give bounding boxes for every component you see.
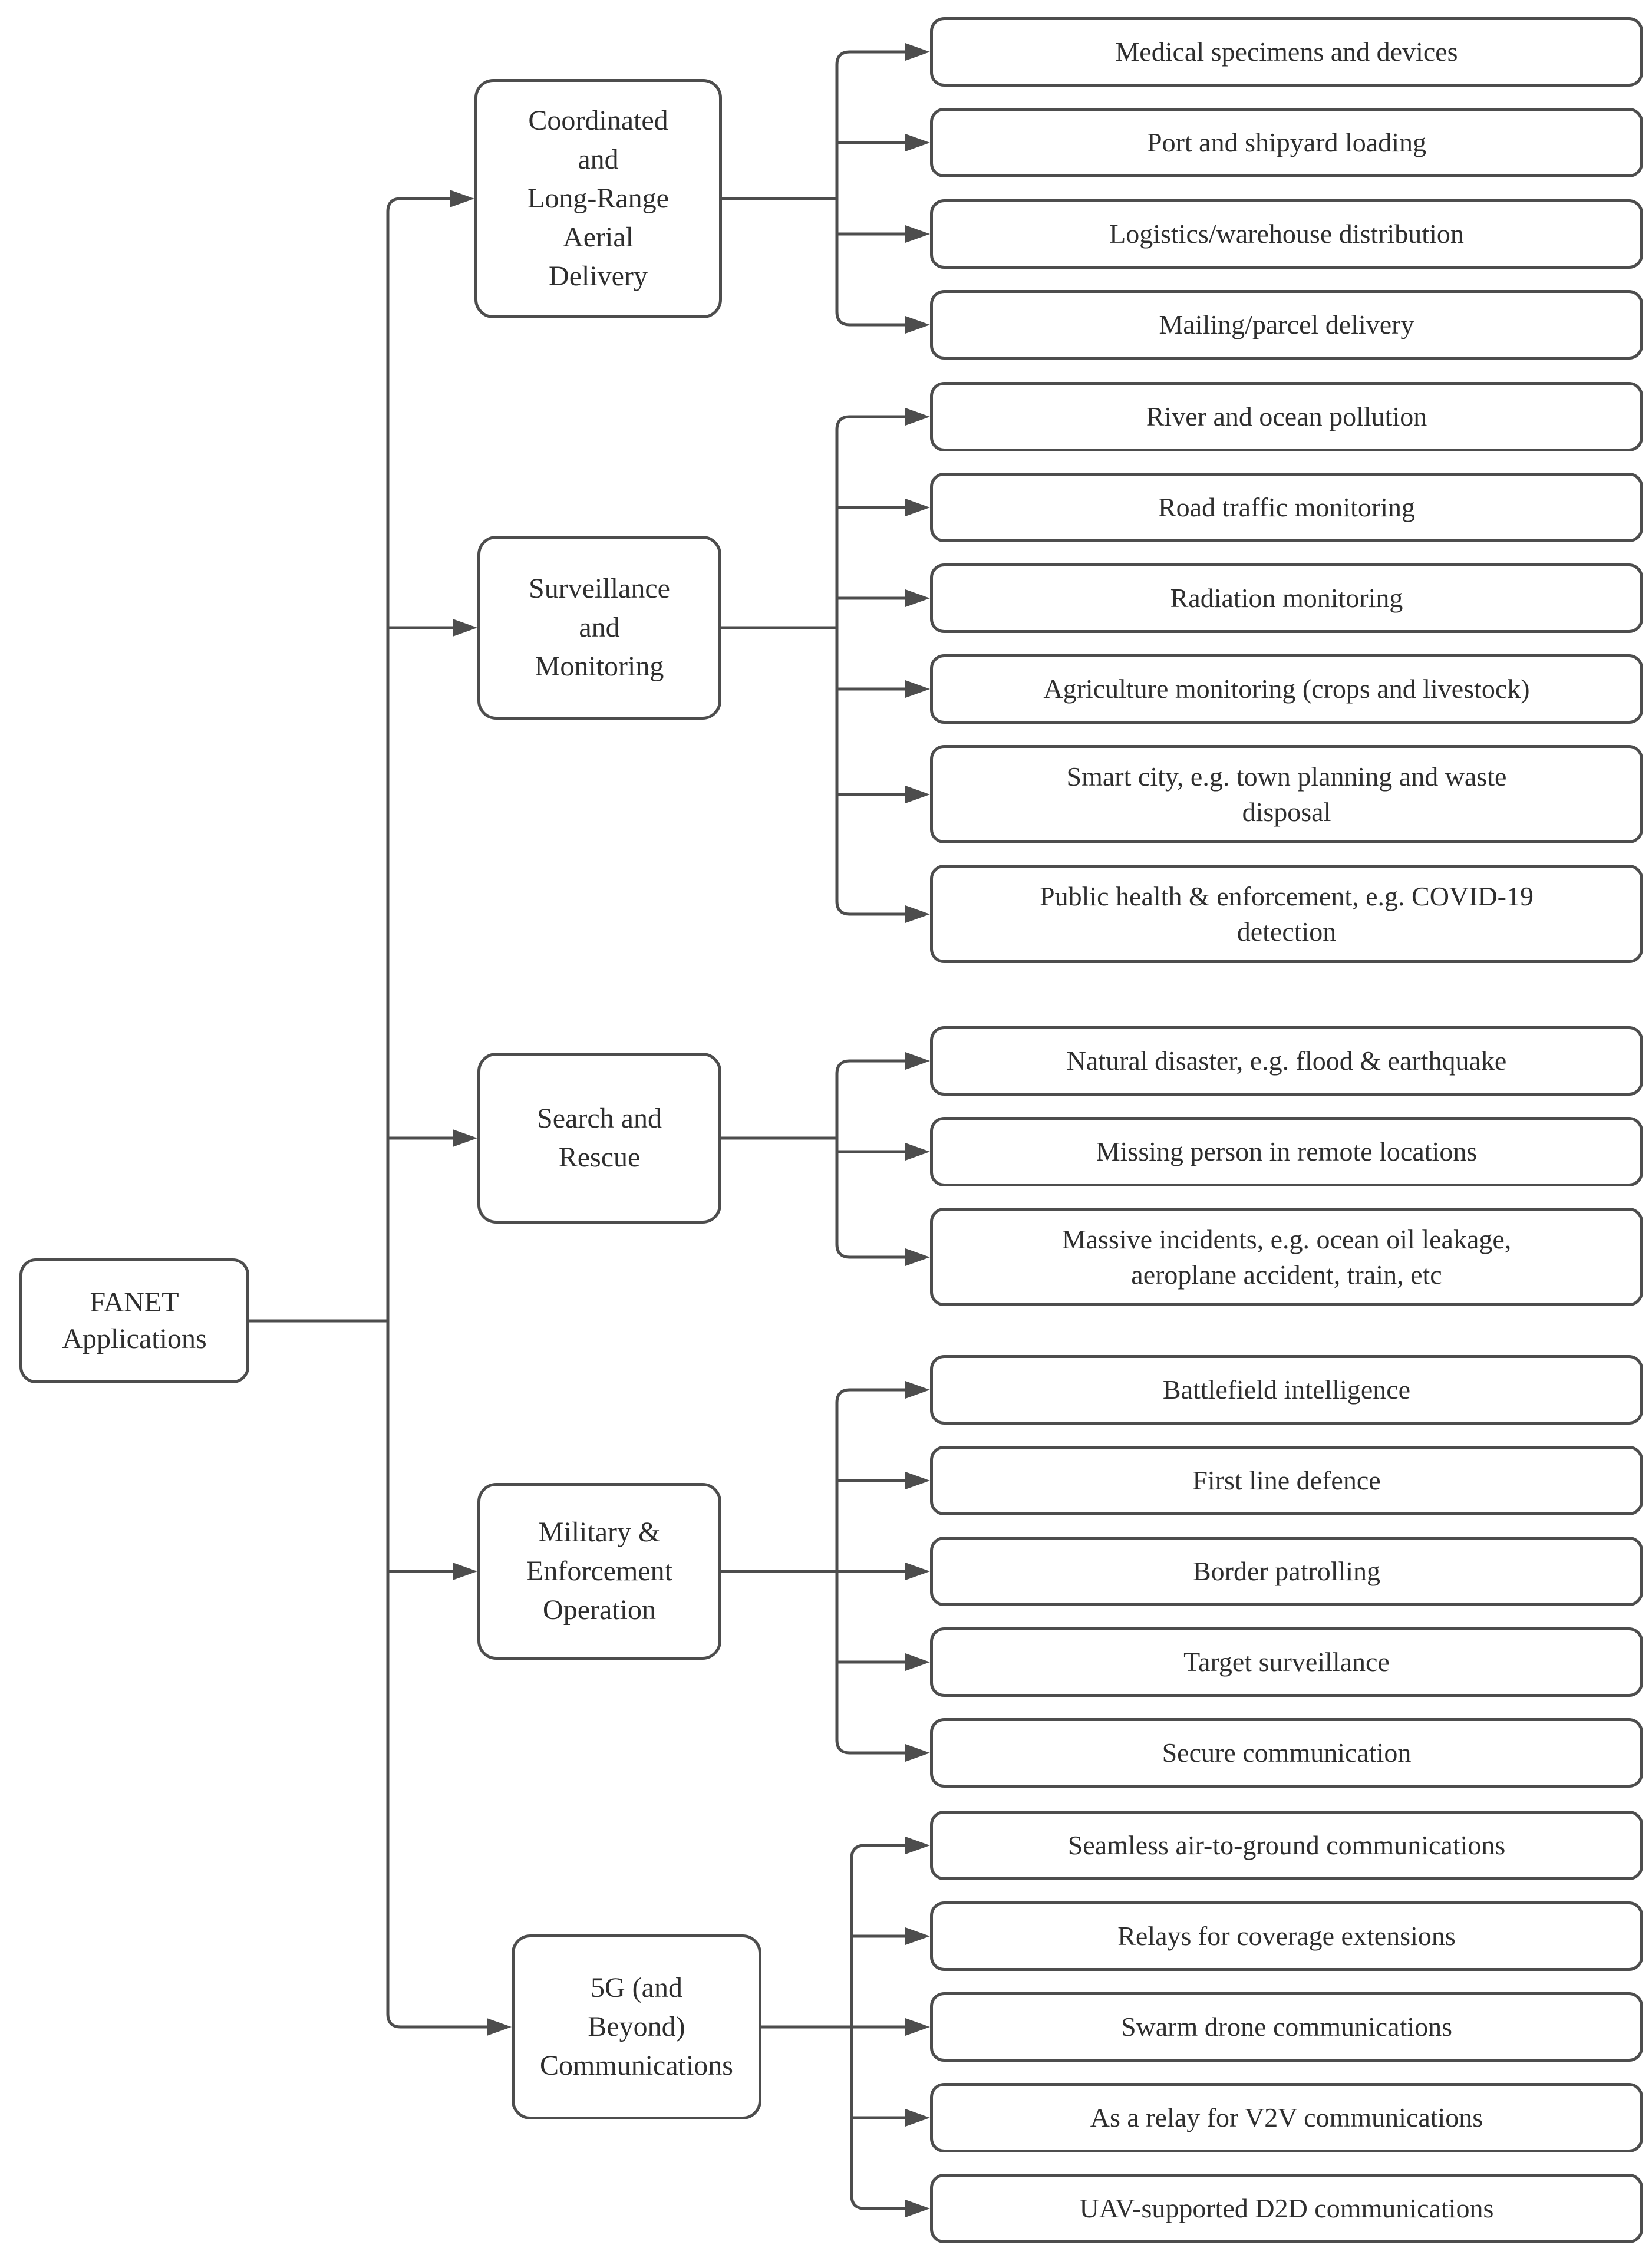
category-node-5g-communications: 5G (and Beyond) Communications xyxy=(512,1934,761,2119)
trunk-line xyxy=(386,190,474,2014)
g4-bottom xyxy=(835,1571,930,1762)
leaf-node-border-patrolling: Border patrolling xyxy=(930,1537,1643,1606)
leaf-node-coverage-relays: Relays for coverage extensions xyxy=(930,1901,1643,1971)
g1-top xyxy=(835,43,930,199)
leaf-node-road-traffic: Road traffic monitoring xyxy=(930,473,1643,542)
leaf-node-port-shipyard: Port and shipyard loading xyxy=(930,108,1643,177)
g4-top xyxy=(835,1381,930,1571)
leaf-node-air-to-ground: Seamless air-to-ground communications xyxy=(930,1811,1643,1880)
leaf-node-massive-incidents: Massive incidents, e.g. ocean oil leakag… xyxy=(930,1208,1643,1306)
leaf-node-public-health: Public health & enforcement, e.g. COVID-… xyxy=(930,865,1643,963)
g3-bottom xyxy=(835,1138,930,1266)
category-node-surveillance-monitoring: Surveillance and Monitoring xyxy=(477,536,721,720)
leaf-node-missing-person: Missing person in remote locations xyxy=(930,1117,1643,1186)
category-node-coordinated-delivery: Coordinated and Long-Range Aerial Delive… xyxy=(474,79,722,318)
leaf-node-medical-specimens: Medical specimens and devices xyxy=(930,17,1643,87)
leaf-node-radiation-monitoring: Radiation monitoring xyxy=(930,563,1643,633)
leaf-node-logistics-warehouse: Logistics/warehouse distribution xyxy=(930,199,1643,269)
leaf-node-natural-disaster: Natural disaster, e.g. flood & earthquak… xyxy=(930,1026,1643,1096)
g2-top xyxy=(835,408,930,628)
leaf-node-smart-city: Smart city, e.g. town planning and waste… xyxy=(930,745,1643,843)
g2-bottom xyxy=(835,628,930,923)
category-node-military-enforcement: Military & Enforcement Operation xyxy=(477,1483,721,1660)
leaf-node-river-ocean-pollution: River and ocean pollution xyxy=(930,382,1643,451)
g5-top xyxy=(850,1837,930,2027)
g5-bottom xyxy=(850,2027,930,2217)
leaf-node-swarm-drone: Swarm drone communications xyxy=(930,1992,1643,2062)
trunk-bottom-elbow xyxy=(386,2013,512,2036)
g1-bottom xyxy=(835,199,930,334)
leaf-node-mailing-parcel: Mailing/parcel delivery xyxy=(930,290,1643,360)
leaf-node-first-line-defence: First line defence xyxy=(930,1446,1643,1515)
leaf-node-v2v-relay: As a relay for V2V communications xyxy=(930,2083,1643,2152)
category-node-search-rescue: Search and Rescue xyxy=(477,1053,721,1224)
leaf-node-agriculture-monitoring: Agriculture monitoring (crops and livest… xyxy=(930,654,1643,724)
leaf-node-battlefield-intelligence: Battlefield intelligence xyxy=(930,1355,1643,1425)
leaf-node-target-surveillance: Target surveillance xyxy=(930,1627,1643,1697)
leaf-node-secure-communication: Secure communication xyxy=(930,1718,1643,1788)
g3-top xyxy=(835,1052,930,1138)
root-node-fanet-applications: FANET Applications xyxy=(19,1258,249,1383)
leaf-node-uav-d2d: UAV-supported D2D communications xyxy=(930,2174,1643,2243)
